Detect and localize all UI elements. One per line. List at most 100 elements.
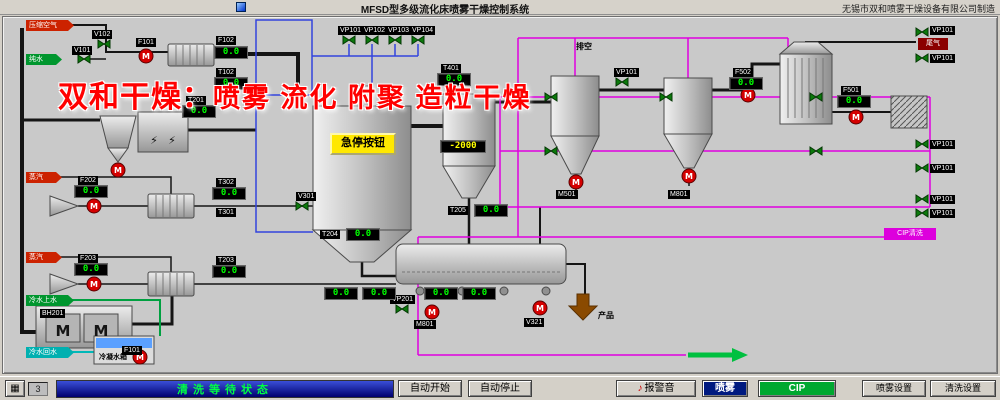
valve-icon[interactable]: [915, 208, 929, 218]
watermark: 双和干燥：喷雾 流化 附聚 造粒干燥: [58, 72, 532, 116]
display-f501: 0.0: [837, 95, 871, 108]
tag-f102: F102: [216, 36, 236, 45]
display-t201: 0.0: [182, 105, 216, 118]
vent-label: 排空: [576, 42, 592, 51]
pump-icon[interactable]: M: [110, 162, 126, 178]
auto-stop-button[interactable]: 自动停止: [468, 380, 532, 397]
display-f203: 0.0: [74, 263, 108, 276]
pipe-air: [255, 19, 419, 233]
tag-t302: T302: [216, 178, 236, 187]
valve-icon-vp104[interactable]: [411, 35, 425, 45]
tag-vp102: VP102: [362, 26, 388, 35]
app-icon-button[interactable]: ▦: [5, 380, 25, 397]
auto-start-button[interactable]: 自动开始: [398, 380, 462, 397]
secondary-tower-cone: [442, 165, 496, 199]
valve-icon-vp101b[interactable]: [615, 77, 629, 87]
tag-v102: V102: [92, 30, 113, 39]
display-t302: 0.0: [212, 187, 246, 200]
cyclone-small-cone: [107, 147, 129, 163]
tag-m501: M501: [556, 190, 578, 199]
fluid-bed-mount: [499, 286, 509, 296]
pump-icon-f501[interactable]: M: [848, 109, 864, 125]
product-arrow-icon: [567, 293, 599, 321]
pump-icon-fluidbed-1[interactable]: M: [424, 304, 440, 320]
tag-v301: V301: [296, 192, 317, 201]
inlet-cooling-return: 冷水回水: [26, 347, 74, 358]
emergency-stop-button[interactable]: 急停按钮: [330, 133, 396, 155]
air-heater-3: [147, 271, 195, 297]
valve-icon[interactable]: [915, 53, 929, 63]
spray-button[interactable]: 喷雾: [702, 380, 748, 397]
clean-settings-button[interactable]: 清洗设置: [930, 380, 996, 397]
svg-text:M: M: [685, 172, 693, 181]
cyclone-small-body: [99, 115, 137, 149]
svg-text:M: M: [90, 280, 98, 289]
display-t203: 0.0: [212, 265, 246, 278]
valve-icon-vp101[interactable]: [342, 35, 356, 45]
valve-icon[interactable]: [915, 139, 929, 149]
alarm-icon: ♪: [637, 383, 643, 394]
alarm-sound-button[interactable]: ♪报警音: [616, 380, 696, 397]
tag-vp101-r6: VP101: [930, 209, 956, 218]
lightning-icon: ⚡: [150, 134, 158, 147]
equipment-fins: [155, 45, 824, 295]
tag-m801b: M801: [414, 320, 436, 329]
cip-button[interactable]: CIP: [758, 380, 836, 397]
svg-text:M: M: [572, 178, 580, 187]
app-icon: ▦: [10, 383, 20, 394]
tag-f203: F203: [78, 254, 98, 263]
air-heater-1: [167, 43, 215, 67]
spray-settings-button[interactable]: 喷雾设置: [862, 380, 926, 397]
valve-icon[interactable]: [544, 146, 558, 156]
tag-t102: T102: [216, 68, 236, 77]
lightning-icon: ⚡: [168, 134, 176, 147]
valve-icon-v301[interactable]: [295, 201, 309, 211]
pump-icon-f202[interactable]: M: [86, 198, 102, 214]
valve-icon-vp201[interactable]: [395, 304, 409, 314]
valve-icon[interactable]: [915, 194, 929, 204]
secondary-tower-body: [442, 93, 496, 167]
svg-text:M: M: [142, 52, 150, 61]
svg-text:M: M: [90, 202, 98, 211]
pump-icon-m801[interactable]: M: [681, 168, 697, 184]
display-t204: 0.0: [346, 228, 380, 241]
pump-icon-f203[interactable]: M: [86, 276, 102, 292]
watermark-slogan: 喷雾 流化 附聚 造粒干燥: [213, 83, 532, 113]
display-f202: 0.0: [74, 185, 108, 198]
valve-icon-vp103[interactable]: [388, 35, 402, 45]
bag-filter: [137, 111, 189, 153]
tag-t401: T401: [441, 64, 461, 73]
valve-icon-v102[interactable]: [97, 39, 111, 49]
valve-icon[interactable]: [915, 27, 929, 37]
tag-vp103: VP103: [386, 26, 412, 35]
svg-text:M: M: [136, 353, 144, 362]
cip-line-label: CIP清洗: [884, 228, 936, 240]
svg-text:M: M: [852, 113, 860, 122]
svg-text:M: M: [114, 166, 122, 175]
tag-vp101: VP101: [338, 26, 364, 35]
valve-icon[interactable]: [915, 163, 929, 173]
pump-icon-f101[interactable]: M: [138, 48, 154, 64]
status-banner: 清洗等待状态: [56, 380, 394, 398]
tag-f101-condensate: F101: [122, 346, 142, 355]
fluid-bed-mount: [541, 286, 551, 296]
valve-icon-vp102[interactable]: [365, 35, 379, 45]
cyclone-1-cone: [550, 135, 600, 175]
tag-bh201: BH201: [40, 309, 66, 318]
tag-vp101-r4: VP101: [930, 164, 956, 173]
pump-icon-m501[interactable]: M: [568, 174, 584, 190]
motor-icon: M: [56, 322, 71, 340]
pump-icon-v321[interactable]: M: [532, 300, 548, 316]
tag-vp101-r5: VP101: [930, 195, 956, 204]
valve-icon[interactable]: [809, 146, 823, 156]
tag-f202: F202: [78, 176, 98, 185]
tag-f101: F101: [136, 38, 156, 47]
tag-vp101-r3: VP101: [930, 140, 956, 149]
display-t205: 0.0: [474, 204, 508, 217]
tag-vp104: VP104: [410, 26, 436, 35]
tag-m801: M801: [668, 190, 690, 199]
pump-icon-f502[interactable]: M: [740, 87, 756, 103]
tag-vp101b: VP101: [614, 68, 640, 77]
valve-icon-v101[interactable]: [77, 54, 91, 64]
